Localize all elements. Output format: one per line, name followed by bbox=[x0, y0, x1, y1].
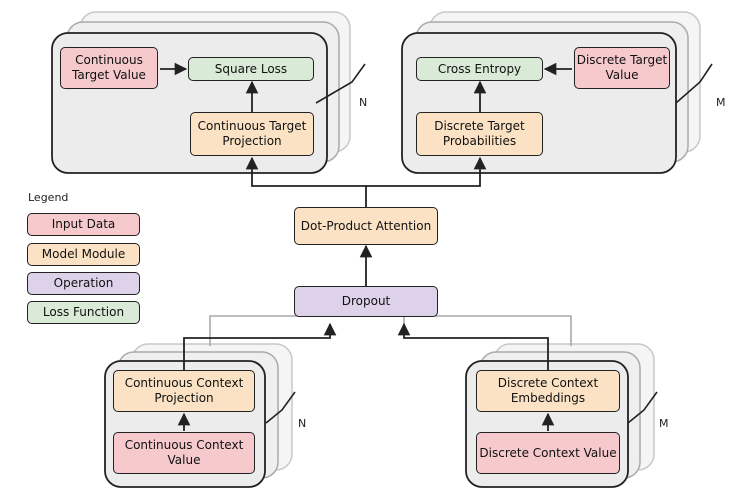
continuous-context-value-node: Continuous Context Value bbox=[113, 432, 255, 474]
legend-item-input-data: Input Data bbox=[27, 213, 140, 236]
cross-entropy-node: Cross Entropy bbox=[416, 57, 543, 81]
discrete-target-probabilities-node: Discrete Target Probabilities bbox=[416, 112, 543, 156]
continuous-context-projection-node: Continuous Context Projection bbox=[113, 370, 255, 412]
multiplicity-label-bottom-right: M bbox=[659, 417, 669, 430]
plate-tick-marks bbox=[265, 63, 713, 424]
continuous-target-projection-node: Continuous Target Projection bbox=[190, 112, 314, 156]
legend-item-loss-function: Loss Function bbox=[27, 301, 140, 324]
discrete-context-value-node: Discrete Context Value bbox=[476, 432, 620, 474]
legend-item-operation: Operation bbox=[27, 272, 140, 295]
multiplicity-label-top-right: M bbox=[716, 96, 726, 109]
continuous-target-value-node: Continuous Target Value bbox=[60, 47, 158, 89]
legend-item-model-module: Model Module bbox=[27, 243, 140, 266]
backplate-wires bbox=[209, 315, 572, 346]
connector-wires bbox=[160, 62, 572, 431]
dot-product-attention-node: Dot-Product Attention bbox=[294, 207, 438, 245]
discrete-target-value-node: Discrete Target Value bbox=[574, 47, 670, 89]
multiplicity-label-top-left: N bbox=[359, 96, 368, 109]
multiplicity-label-bottom-left: N bbox=[298, 417, 307, 430]
square-loss-node: Square Loss bbox=[188, 57, 314, 81]
discrete-context-embeddings-node: Discrete Context Embeddings bbox=[476, 370, 620, 412]
dropout-node: Dropout bbox=[294, 286, 438, 317]
legend-title: Legend bbox=[28, 191, 69, 204]
